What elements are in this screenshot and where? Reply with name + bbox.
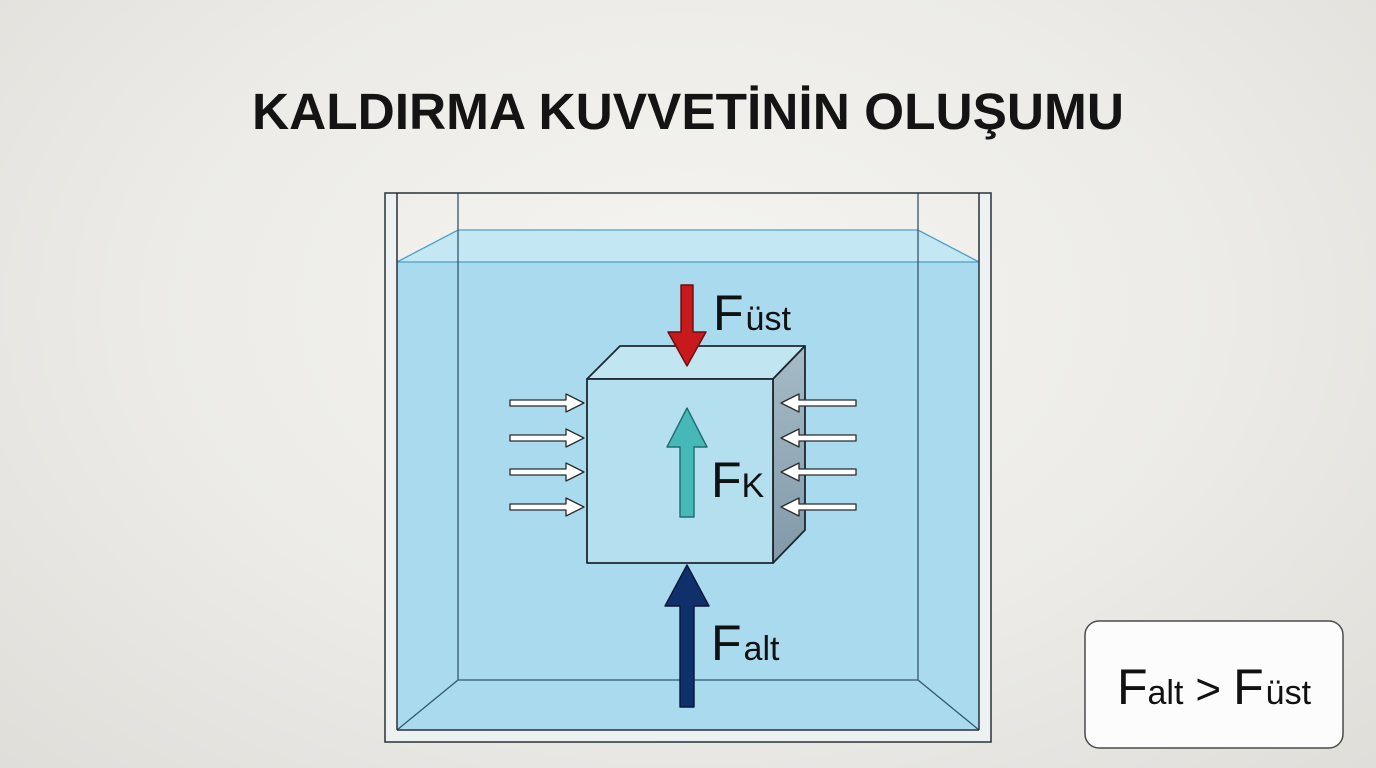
tank-outer-frame [384,192,992,743]
buoyant-force-arrow [666,407,708,518]
formula-left-subscript: alt [1148,674,1184,712]
tank-floor-left-edge [396,679,459,731]
tank-floor-right-edge [917,679,980,731]
formula-operator: > [1195,665,1221,714]
side-pressure-arrows-left [509,393,585,517]
pressure-arrow-right-4 [780,497,857,517]
top-force-subscript: üst [746,300,792,338]
pressure-arrow-left-2 [509,428,585,448]
tank-glass-bottom-strip [397,730,979,742]
pressure-arrow-right-3 [780,462,857,482]
formula-text: Falt>Füst [1117,659,1312,715]
pressure-arrow-left-1 [509,393,585,413]
formula-box: Falt>Füst [1084,620,1344,749]
formula-right-symbol: F [1233,659,1264,715]
pressure-arrow-right-1 [780,393,857,413]
cube-side-face [772,345,806,564]
buoyant-force-label: FK [711,452,765,508]
submerged-cube [586,345,806,564]
formula-right-subscript: üst [1266,674,1312,712]
pressure-arrow-right-2 [780,428,857,448]
buoyant-force-subscript: K [742,467,765,505]
buoyant-force-symbol: F [711,452,742,508]
top-force-symbol: F [713,285,744,341]
tank-glass-right-strip [979,193,991,742]
tank-glass-left-strip [385,193,397,742]
bottom-force-subscript: alt [744,630,780,668]
formula-left-symbol: F [1117,659,1148,715]
water-surface [396,229,980,263]
tank-front-glass [384,192,992,743]
page-title: KALDIRMA KUVVETİNİN OLUŞUMU [252,83,1124,140]
side-pressure-arrows-right [780,393,857,517]
top-force-arrow [667,284,707,367]
bottom-force-label: Falt [711,615,780,671]
pressure-arrow-left-4 [509,497,585,517]
bottom-force-arrow [664,564,710,708]
formula-box-frame [1084,620,1344,749]
pressure-arrow-left-3 [509,462,585,482]
bottom-force-symbol: F [711,615,742,671]
top-force-label: Füst [713,285,791,341]
